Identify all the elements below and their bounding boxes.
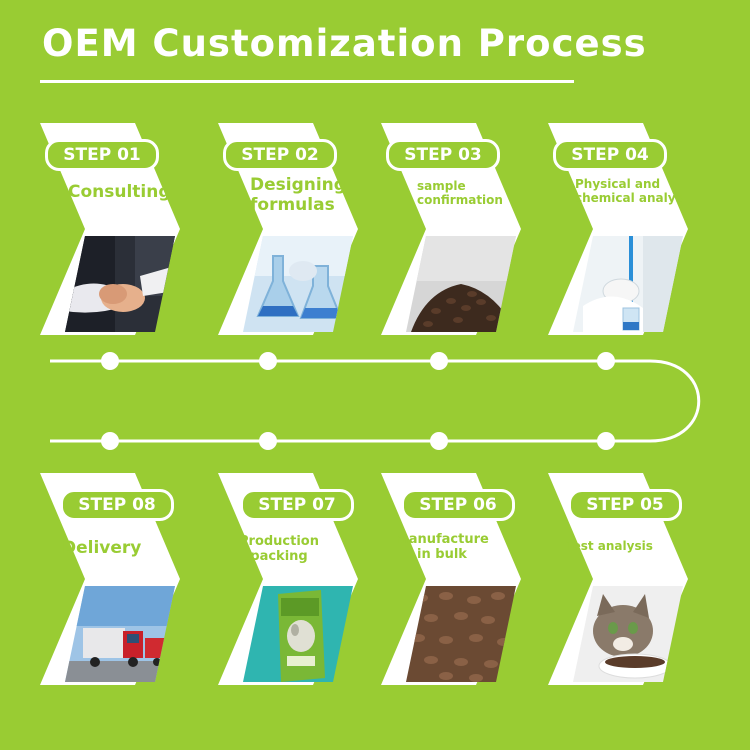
step-card-04: STEP 04 Physical and chemical analys — [548, 123, 688, 335]
step-badge: STEP 04 — [553, 139, 667, 171]
step-card-01: STEP 01 Consulting — [40, 123, 180, 335]
step-label: Test analysis — [566, 540, 684, 554]
step-badge: STEP 03 — [386, 139, 500, 171]
step-badge: STEP 05 — [568, 489, 682, 521]
timeline-path — [50, 361, 699, 441]
timeline-node-step-08 — [101, 432, 119, 450]
step-label: Production packing — [218, 535, 340, 565]
timeline-node-step-06 — [430, 432, 448, 450]
step-badge: STEP 08 — [60, 489, 174, 521]
timeline-node-step-02 — [259, 352, 277, 370]
step-badge: STEP 07 — [240, 489, 354, 521]
step-card-07: STEP 07 Production packing — [218, 473, 358, 685]
step-badge: STEP 02 — [223, 139, 337, 171]
step-card-02: STEP 02 Designing formulas — [218, 123, 358, 335]
step-badge: STEP 01 — [45, 139, 159, 171]
step-label: sample confirmation — [417, 180, 535, 208]
step-card-08: STEP 08 Delivery — [40, 473, 180, 685]
step-label: manufacture in bulk — [381, 533, 503, 563]
step-card-06: STEP 06 manufacture in bulk — [381, 473, 521, 685]
step-label: Consulting — [68, 183, 186, 203]
timeline-node-step-05 — [597, 432, 615, 450]
step-badge: STEP 06 — [401, 489, 515, 521]
timeline-node-step-07 — [259, 432, 277, 450]
step-label: Designing formulas — [250, 176, 368, 215]
timeline-node-step-03 — [430, 352, 448, 370]
timeline-node-step-01 — [101, 352, 119, 370]
step-label: Delivery — [62, 539, 180, 559]
step-card-05: STEP 05 Test analysis — [548, 473, 688, 685]
timeline-node-step-04 — [597, 352, 615, 370]
step-label: Physical and chemical analys — [575, 178, 685, 206]
step-card-03: STEP 03 sample confirmation — [381, 123, 521, 335]
